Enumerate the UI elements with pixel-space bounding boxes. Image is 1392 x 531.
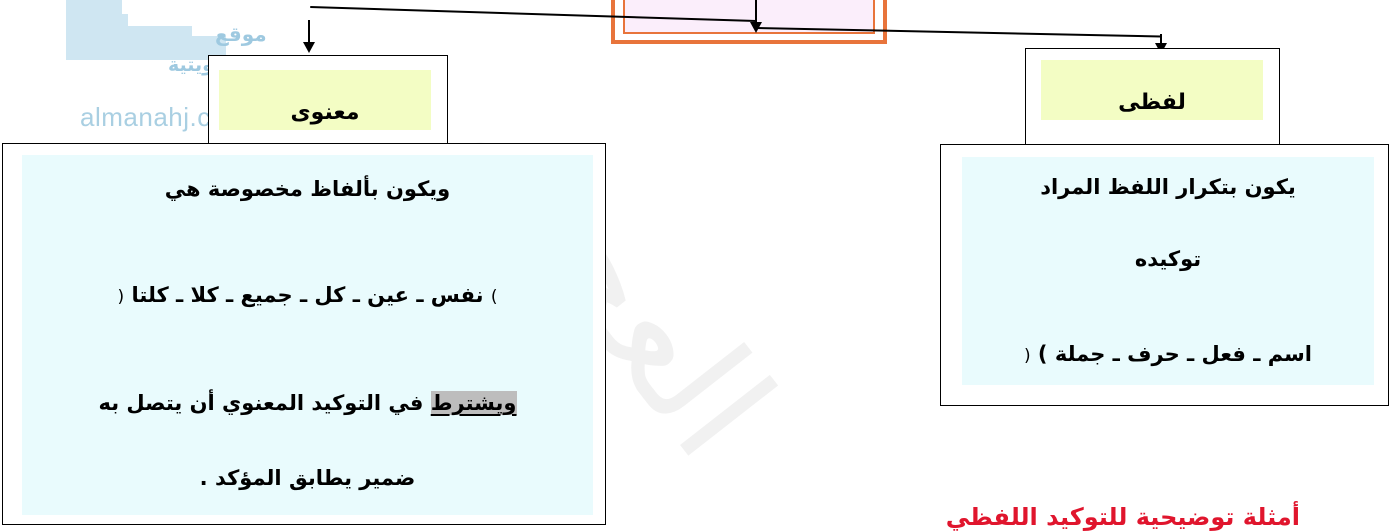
left-words-list: نفس ـ عين ـ كل ـ جميع ـ كلا ـ كلتا xyxy=(131,283,484,307)
logo-block-top xyxy=(66,0,122,14)
highlight-word: ويشترط xyxy=(430,391,517,415)
left-open-paren: ( xyxy=(117,287,125,307)
left-branch-title: معنوى xyxy=(290,100,360,125)
logo-block-left xyxy=(66,14,128,60)
right-line-2: توكيده xyxy=(1134,247,1202,271)
right-open-paren: ( xyxy=(1023,346,1031,366)
left-arrow xyxy=(303,42,315,53)
right-branch-title: لفظى xyxy=(1118,90,1186,115)
left-line-3-rest: في التوكيد المعنوي أن يتصل به xyxy=(98,391,424,415)
left-line-2: ) نفس ـ عين ـ كل ـ جميع ـ كلا ـ كلتا ( xyxy=(22,283,593,307)
right-line-1: يكون بتكرار اللفظ المراد xyxy=(1040,175,1296,199)
drop-line-left xyxy=(308,20,310,45)
left-line-3: ويشترط في التوكيد المعنوي أن يتصل به xyxy=(22,391,593,415)
logo-block-mid xyxy=(128,26,192,60)
left-line-4: ضمير يطابق المؤكد . xyxy=(199,466,416,490)
drop-line-right xyxy=(1160,34,1162,48)
right-words-list: اسم ـ فعل ـ حرف ـ جملة ) xyxy=(1037,342,1313,366)
left-panel-fill xyxy=(22,155,593,515)
right-title-fill xyxy=(1041,60,1263,120)
left-close-paren: ) xyxy=(490,287,498,307)
root-stem-line xyxy=(755,0,757,28)
left-title-fill xyxy=(219,70,431,130)
examples-heading: أمثلة توضيحية للتوكيد اللفظي xyxy=(945,503,1300,531)
right-line-3: اسم ـ فعل ـ حرف ـ جملة ) ( xyxy=(962,342,1374,366)
logo-arabic-site: موقع xyxy=(215,22,267,46)
left-line-1: ويكون بألفاظ مخصوصة هي xyxy=(164,177,451,201)
right-panel-fill xyxy=(962,157,1374,385)
